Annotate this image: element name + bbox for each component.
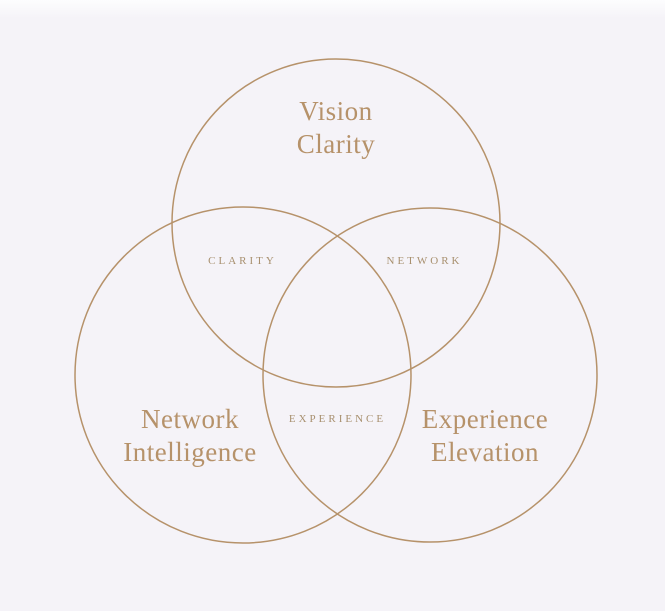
- set-label-line: Clarity: [296, 129, 376, 159]
- set-label-network-intelligence: Network Intelligence: [123, 403, 256, 469]
- set-label-line: Network: [141, 404, 239, 434]
- network-intelligence-circle: [74, 206, 412, 544]
- intersection-label-network: NETWORK: [386, 255, 463, 267]
- intersection-label-experience: EXPERIENCE: [288, 413, 387, 425]
- set-label-vision-clarity: Vision Clarity: [297, 95, 376, 161]
- set-label-line: Elevation: [431, 437, 539, 467]
- set-label-experience-elevation: Experience Elevation: [422, 403, 548, 469]
- set-label-line: Vision: [299, 96, 373, 126]
- intersection-label-clarity: CLARITY: [208, 255, 277, 267]
- set-label-line: Experience: [421, 404, 549, 434]
- experience-elevation-circle: [262, 207, 598, 543]
- set-label-line: Intelligence: [123, 437, 257, 467]
